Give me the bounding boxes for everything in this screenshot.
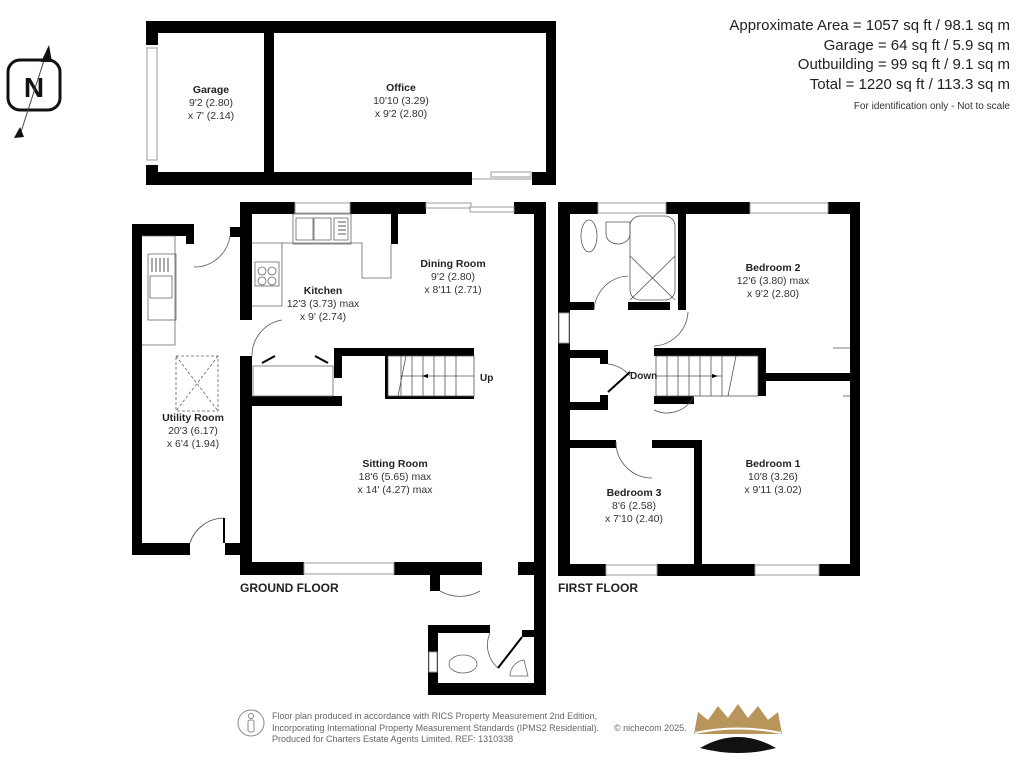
room-label-dining-room: Dining Room 9'2 (2.80) x 8'11 (2.71) (420, 258, 486, 296)
ground-floor-stairs (387, 355, 475, 397)
outbuilding-area: Outbuilding = 99 sq ft / 9.1 sq m (797, 56, 1010, 73)
area-summary: Approximate Area = 1057 sq ft / 98.1 sq … (729, 16, 1010, 117)
person-scale-icon (237, 709, 265, 737)
kitchen-units (142, 213, 529, 677)
crown-logo-icon (694, 704, 782, 753)
room-label-utility-room: Utility Room 20'3 (6.17) x 6'4 (1.94) (162, 412, 224, 450)
room-label-kitchen: Kitchen 12'3 (3.73) max x 9' (2.74) (286, 285, 360, 323)
footer-note: Floor plan produced in accordance with R… (272, 711, 600, 744)
room-label-bedroom-2: Bedroom 2 12'6 (3.80) max x 9'2 (2.80) (736, 262, 810, 300)
stairs-down-label: Down (630, 371, 658, 382)
svg-text:N: N (24, 72, 44, 103)
stairs-up-label: Up (480, 373, 494, 384)
disclaimer: For identification only - Not to scale (853, 101, 1010, 112)
copyright: © nichecom 2025. (614, 723, 687, 733)
room-label-garage: Garage 9'2 (2.80) x 7' (2.14) (187, 84, 235, 122)
approximate-area: Approximate Area = 1057 sq ft / 98.1 sq … (729, 17, 1010, 34)
first-floor-walls (558, 202, 860, 576)
door-swings (189, 235, 499, 669)
first-floor-label: FIRST FLOOR (558, 581, 638, 595)
ground-floor-walls (132, 202, 546, 695)
room-label-bedroom-1: Bedroom 1 10'8 (3.26) x 9'11 (3.02) (744, 458, 802, 496)
room-label-office: Office 10'10 (3.29) x 9'2 (2.80) (373, 82, 429, 120)
garage-door (146, 47, 158, 161)
total-area: Total = 1220 sq ft / 113.3 sq m (809, 75, 1010, 93)
outbuilding-walls (146, 21, 556, 185)
sink-drainer (151, 221, 346, 272)
ground-floor-label: GROUND FLOOR (240, 581, 339, 595)
first-floor-fittings (580, 215, 850, 479)
room-label-bedroom-3: Bedroom 3 8'6 (2.58) x 7'10 (2.40) (604, 487, 664, 525)
garage-area: Garage = 64 sq ft / 5.9 sq m (823, 36, 1010, 54)
north-arrow-icon: N (6, 45, 62, 138)
room-label-sitting-room: Sitting Room 18'6 (5.65) max x 14' (4.27… (357, 458, 433, 496)
